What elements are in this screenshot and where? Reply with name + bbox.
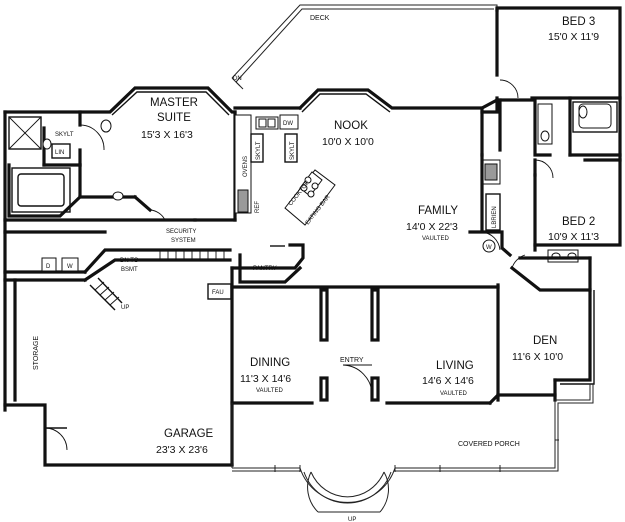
washer-label: W — [486, 245, 492, 251]
bed2-dim: 10'9 X 11'3 — [548, 231, 599, 243]
living-title: LIVING — [436, 360, 474, 372]
covered-porch-label: COVERED PORCH — [458, 441, 520, 448]
pantry-label: PANTRY — [253, 266, 277, 272]
storage-label: STORAGE — [33, 336, 40, 370]
laundry-stair — [3, 218, 237, 311]
lbrien-label: LBRIEN — [492, 206, 498, 228]
family-note: VAULTED — [422, 236, 449, 242]
dining-note: VAULTED — [256, 388, 283, 394]
den-title: DEN — [533, 335, 557, 347]
hall-bath — [498, 79, 622, 157]
security-label-2: SYSTEM — [171, 238, 196, 244]
dn-to-bsmt-label-2: BSMT — [121, 267, 138, 273]
living-dim: 14'6 X 14'6 — [422, 375, 474, 387]
master-suite-title-2: SUITE — [157, 112, 191, 124]
master-bath — [3, 110, 166, 412]
family-title: FAMILY — [418, 205, 458, 217]
master-suite-dim: 15'3 X 16'3 — [141, 129, 193, 141]
deck-dn-label: DN — [233, 76, 242, 82]
master-suite-title-1: MASTER — [150, 97, 198, 109]
bed3-dim: 15'0 X 11'9 — [548, 31, 599, 43]
garage-dim: 23'3 X 23'6 — [156, 444, 208, 456]
porch-up-label: UP — [348, 517, 356, 522]
living-note: VAULTED — [440, 391, 467, 397]
family-east — [468, 98, 513, 258]
garage-title: GARAGE — [164, 428, 214, 440]
bed2-walls — [533, 158, 622, 263]
dn-to-bsmt-label-1: DN TO — [120, 258, 139, 264]
bed3-title: BED 3 — [562, 16, 595, 28]
fau-label: FAU — [212, 290, 224, 296]
master-skylight-label: SKYLT — [55, 132, 74, 138]
security-label-1: SECURITY — [166, 229, 196, 235]
covered-porch — [231, 384, 594, 513]
laundry-washer-label: W — [67, 264, 73, 270]
entry-label: ENTRY — [340, 357, 364, 364]
ovens-label: OVENS — [243, 156, 249, 177]
nook-title: NOOK — [334, 120, 368, 132]
linen-label: LIN — [55, 150, 64, 156]
deck-label: DECK — [310, 15, 330, 22]
dishwasher-label: DW — [283, 121, 293, 127]
stair-up-label: UP — [121, 305, 129, 311]
refrigerator-label: REF — [255, 201, 261, 213]
dining-living — [230, 285, 557, 406]
den-dim: 11'6 X 10'0 — [512, 351, 563, 363]
nook-dim: 10'0 X 10'0 — [322, 136, 374, 148]
den — [496, 254, 595, 402]
family-dim: 14'0 X 22'3 — [406, 221, 458, 233]
deck — [231, 4, 498, 90]
dryer-label: D — [46, 264, 51, 270]
bed2-title: BED 2 — [562, 216, 595, 228]
kitchen — [207, 114, 336, 300]
dining-dim: 11'3 X 14'6 — [240, 373, 291, 385]
kitchen-skylight-label-1: SKYLT — [256, 141, 262, 160]
kitchen-skylight-label-2: SKYLT — [290, 141, 296, 160]
dining-title: DINING — [250, 357, 290, 369]
